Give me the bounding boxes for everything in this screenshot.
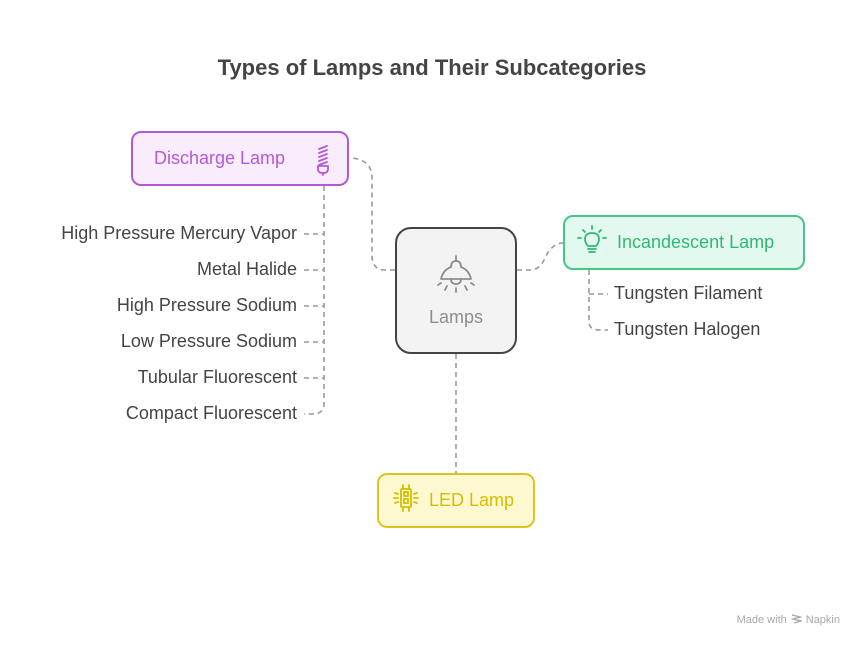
subcategory-item: Tungsten Halogen — [614, 319, 761, 339]
connector-incand-trunk — [588, 270, 608, 331]
led-lamp-node[interactable]: LED Lamp — [377, 473, 535, 528]
subcategory-item: Tubular Fluorescent — [137, 367, 297, 387]
lightbulb-icon — [577, 225, 607, 260]
lamps-center-node[interactable]: Lamps — [395, 227, 517, 354]
connector-center-incandescent — [517, 242, 564, 271]
subcategory-item: Low Pressure Sodium — [120, 331, 297, 351]
connector-discharge-trunk — [304, 186, 325, 415]
spiral-bulb-icon — [315, 144, 331, 181]
subcategory-item: High Pressure Sodium — [116, 295, 297, 315]
subcategory-item: Tungsten Filament — [614, 283, 763, 303]
led-lamp-label: LED Lamp — [429, 490, 515, 510]
lamps-center-label: Lamps — [428, 306, 484, 327]
made-with-napkin-footer[interactable]: Made with Napkin — [737, 613, 840, 627]
incandescent-lamp-label: Incandescent Lamp — [617, 232, 775, 252]
diagram-title: Types of Lamps and Their Subcategories — [217, 55, 647, 80]
subcategory-item: Metal Halide — [196, 259, 297, 279]
discharge-lamp-label: Discharge Lamp — [154, 148, 286, 168]
subcategory-item: High Pressure Mercury Vapor — [61, 223, 297, 243]
subcategory-item: Compact Fluorescent — [125, 403, 297, 423]
connector-center-discharge — [351, 157, 395, 271]
incandescent-lamp-node[interactable]: Incandescent Lamp — [563, 215, 805, 270]
discharge-lamp-node[interactable]: Discharge Lamp — [131, 131, 349, 186]
lamp-icon — [436, 254, 476, 303]
footer-brand: Napkin — [805, 614, 840, 626]
napkin-logo-icon — [790, 613, 804, 627]
footer-text: Made with — [736, 614, 787, 626]
led-chip-icon — [393, 483, 419, 518]
